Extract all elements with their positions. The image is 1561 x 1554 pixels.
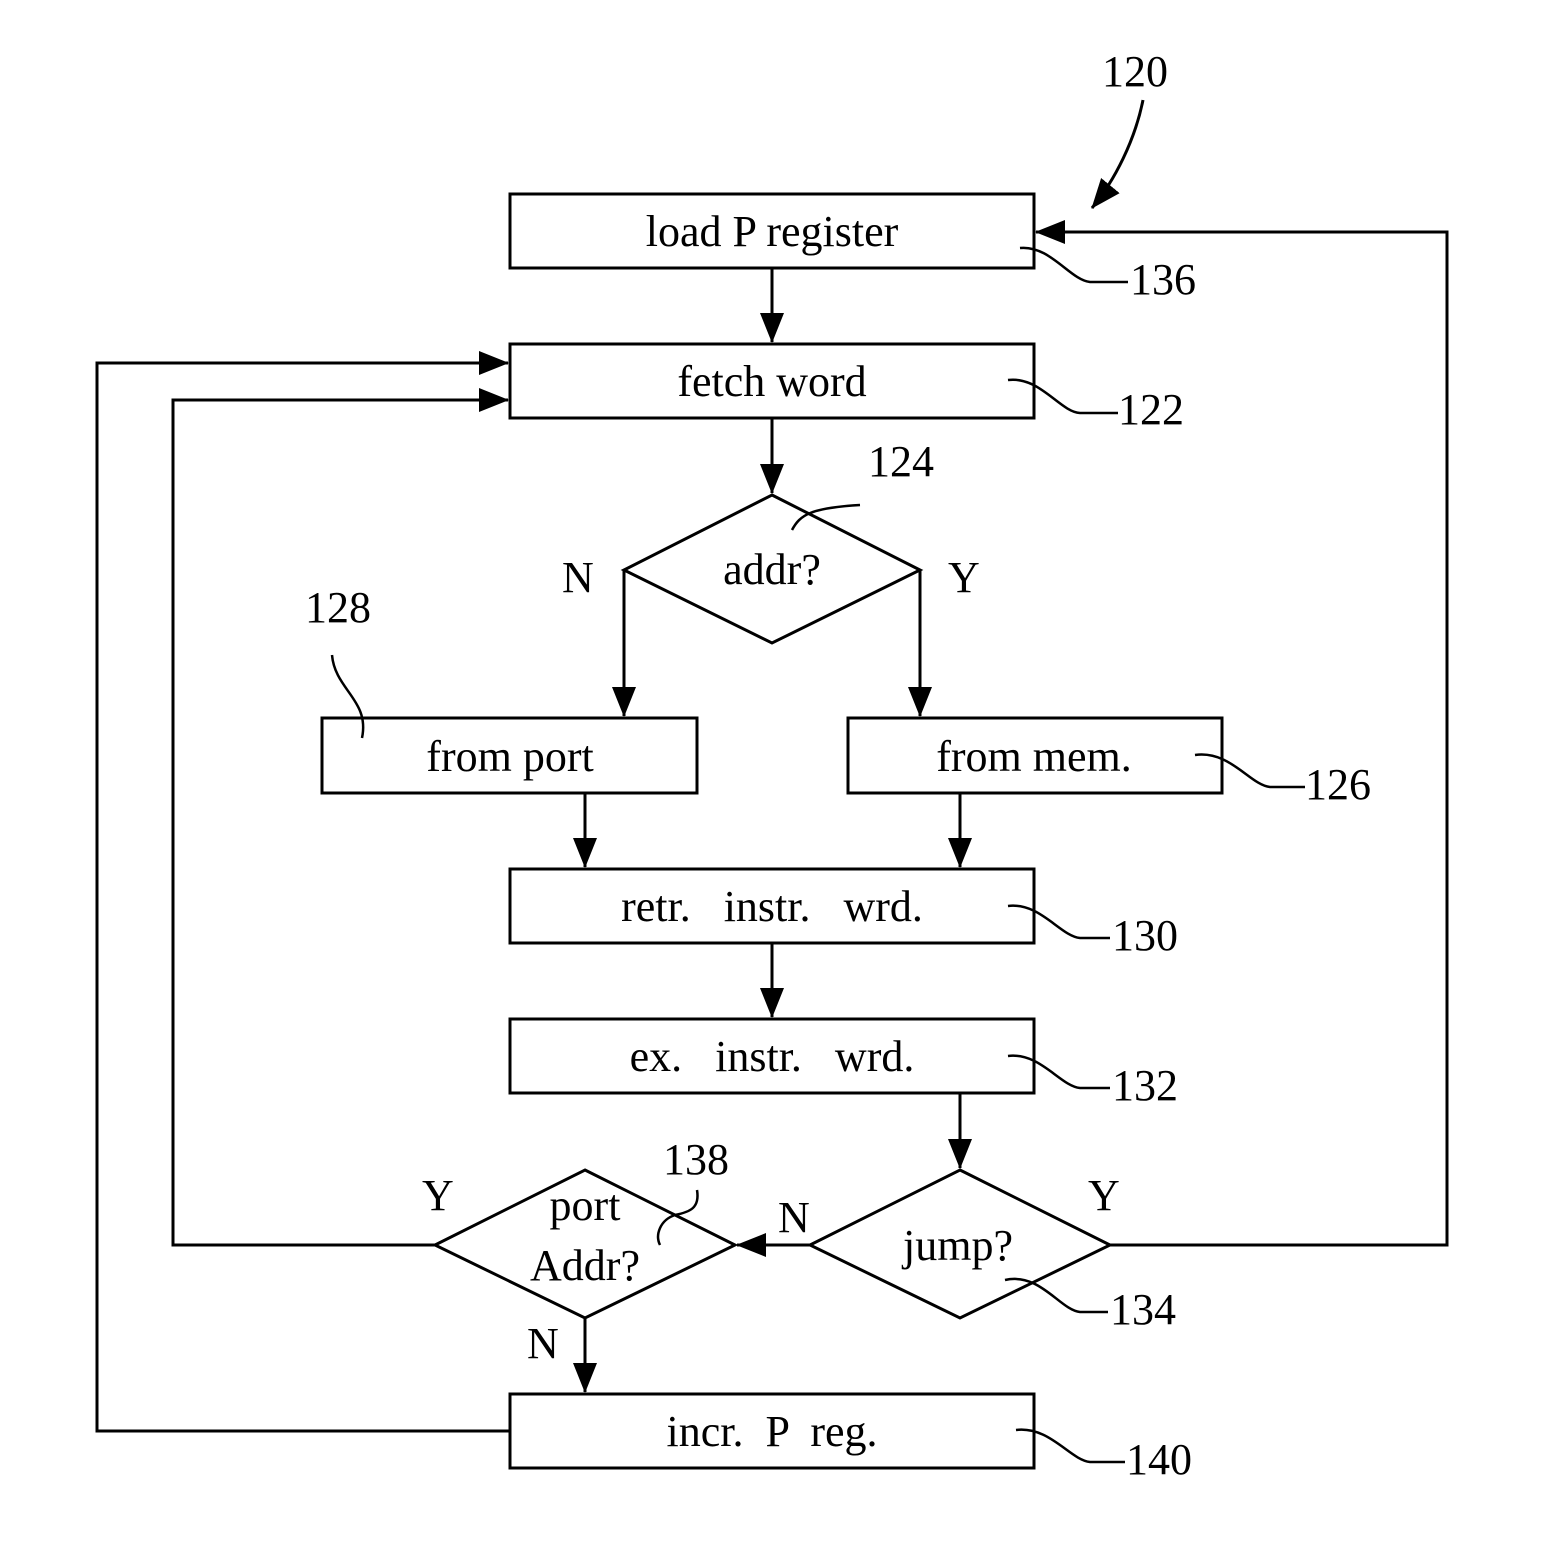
addr-no-label: N xyxy=(562,553,594,602)
from-mem-label: from mem. xyxy=(936,732,1132,781)
ex-instr-wrd-label: ex. instr. wrd. xyxy=(630,1032,915,1081)
ref-140: 140 xyxy=(1126,1435,1192,1484)
ref-132: 132 xyxy=(1112,1061,1178,1110)
ref-128: 128 xyxy=(305,583,371,632)
retr-instr-wrd-label: retr. instr. wrd. xyxy=(621,882,923,931)
incr-p-reg-label: incr. P reg. xyxy=(667,1407,878,1456)
jump-yes-label: Y xyxy=(1088,1171,1120,1220)
arrow-incr-to-fetch xyxy=(97,363,510,1431)
load-p-register-label: load P register xyxy=(646,207,899,256)
addr-label: addr? xyxy=(723,545,821,594)
from-port-label: from port xyxy=(426,732,593,781)
ref-120: 120 xyxy=(1102,47,1168,96)
arrow-portaddr-yes-to-fetch xyxy=(173,400,508,1245)
jump-label: jump? xyxy=(901,1221,1013,1270)
ref-124: 124 xyxy=(868,437,934,486)
fetch-word-label: fetch word xyxy=(677,357,866,406)
ref-122: 122 xyxy=(1118,385,1184,434)
ref-126: 126 xyxy=(1305,760,1371,809)
port-addr-yes-label: Y xyxy=(422,1171,454,1220)
ref-130: 130 xyxy=(1112,911,1178,960)
port-addr-label-line2: Addr? xyxy=(530,1241,640,1290)
ref-120-arrow xyxy=(1092,100,1143,208)
ref-134: 134 xyxy=(1110,1285,1176,1334)
port-addr-label-line1: port xyxy=(550,1181,621,1230)
addr-yes-label: Y xyxy=(948,553,980,602)
leader-136 xyxy=(1020,248,1128,282)
jump-no-label: N xyxy=(778,1193,810,1242)
ref-138: 138 xyxy=(663,1135,729,1184)
port-addr-no-label: N xyxy=(527,1319,559,1368)
ref-136: 136 xyxy=(1130,255,1196,304)
